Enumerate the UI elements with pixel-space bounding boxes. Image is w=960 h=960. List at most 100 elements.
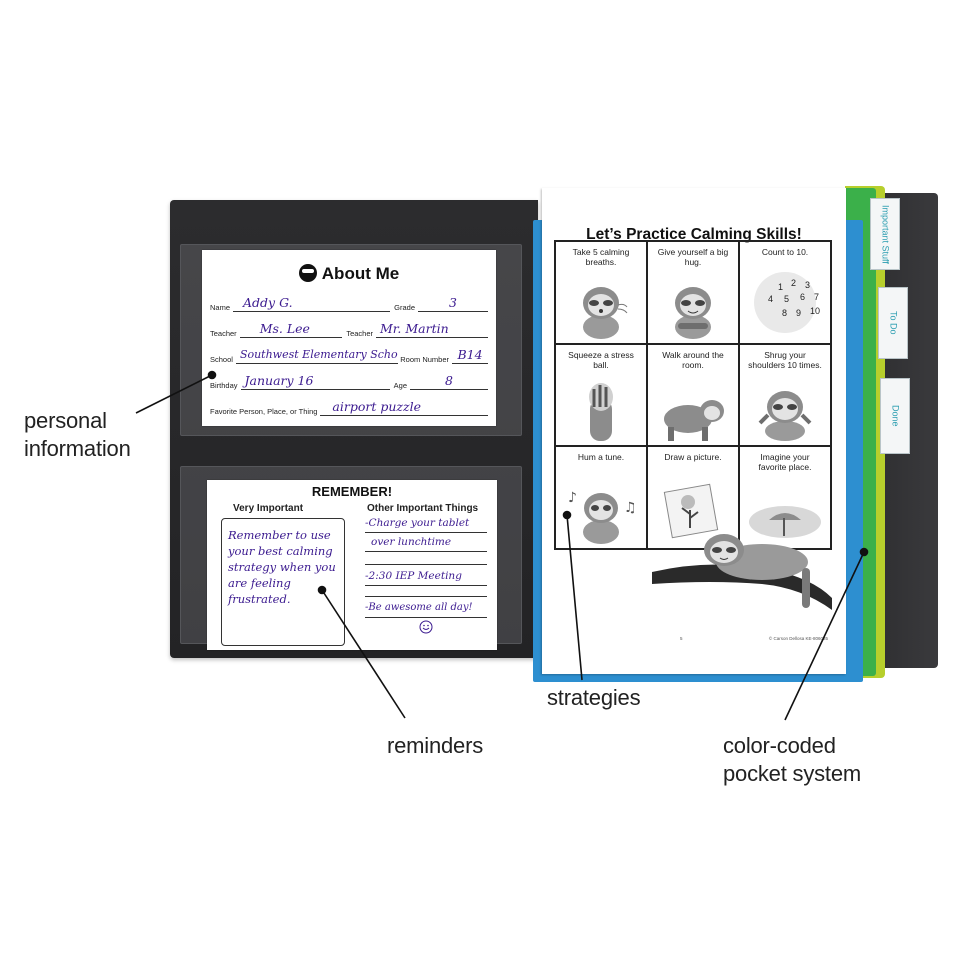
callout-color-coded-pockets: color-coded pocket system	[723, 732, 861, 788]
tab-to-do[interactable]: To Do	[878, 287, 908, 359]
callout-strategies: strategies	[547, 685, 641, 710]
sloth-humming-icon: ♪ ♫	[568, 490, 636, 544]
cell-count: Count to 10. 1 2 3 4 5 6 7 8 9 10	[739, 241, 831, 344]
teacher-value: Ms. Lee	[239, 321, 343, 338]
tab-done-label: Done	[890, 405, 901, 427]
form-row-teacher: Teacher Ms. Lee Teacher Mr. Martin	[210, 318, 488, 338]
other-item-1: -Charge your tablet	[365, 514, 487, 533]
smiley-doodle-icon	[365, 620, 487, 639]
tab-important-stuff[interactable]: Important Stuff	[870, 198, 900, 270]
cell-caption: Hum a tune.	[577, 452, 625, 463]
callout-line: personal	[24, 408, 107, 433]
tab-to-do-label: To Do	[888, 311, 899, 335]
sloth-walking-icon	[664, 400, 724, 442]
room-number-label: Room Number	[400, 355, 449, 364]
cell-caption: Take 5 calming breaths.	[572, 247, 630, 267]
other-item-4: -Be awesome all day!	[365, 597, 487, 618]
activity-page: Let’s Practice Calming Skills! Take 5 ca…	[542, 188, 846, 674]
favorite-label: Favorite Person, Place, or Thing	[210, 407, 318, 416]
cell-caption: Count to 10.	[761, 247, 809, 257]
number: 7	[814, 292, 820, 302]
sloth-hug-icon	[675, 286, 711, 339]
callout-line: information	[24, 436, 131, 461]
sloth-on-branch-icon	[652, 534, 832, 610]
number: 5	[784, 294, 790, 304]
callout-reminders: reminders	[387, 733, 484, 758]
cell-caption: Walk around the room.	[662, 349, 724, 370]
cell-caption: Give yourself a big hug.	[657, 247, 729, 267]
tab-important-stuff-label: Important Stuff	[880, 204, 891, 264]
school-value: Southwest Elementary School	[235, 347, 399, 364]
cell-caption: Imagine your favorite place.	[758, 452, 812, 473]
tab-done[interactable]: Done	[880, 378, 910, 454]
other-things-heading: Other Important Things	[367, 503, 479, 514]
name-label: Name	[210, 303, 231, 312]
about-me-title-row: About Me	[202, 264, 496, 284]
cell-hum: Hum a tune. ♪ ♫	[555, 446, 647, 549]
page-title: Let’s Practice Calming Skills!	[586, 226, 802, 243]
form-row-birthday: Birthday January 16 Age 8	[210, 370, 488, 390]
cell-caption: Squeeze a stress ball.	[568, 349, 634, 370]
number: 6	[800, 292, 806, 302]
cell-draw: Draw a picture.	[647, 446, 739, 549]
callout-line: pocket system	[723, 761, 862, 786]
calming-skills-grid: Take 5 calming breaths. Give yourself a …	[554, 240, 832, 550]
very-important-note: Remember to use your best calming strate…	[228, 528, 336, 606]
cell-walk: Walk around the room.	[647, 343, 739, 447]
form-row-favorite: Favorite Person, Place, or Thing airport…	[210, 396, 488, 416]
birthday-label: Birthday	[210, 381, 238, 390]
thought-cloud-beach-icon	[749, 505, 821, 538]
about-me-card: About Me Name Addy G. Grade 3 Teacher Ms…	[202, 250, 496, 426]
grade-value: 3	[418, 295, 488, 312]
callout-line: color-coded	[723, 733, 836, 758]
copyright-text: © Carson Dellosa KE-806085	[768, 636, 828, 641]
number: 2	[791, 278, 797, 288]
form-row-name: Name Addy G. Grade 3	[210, 292, 488, 312]
sunglasses-smiley-icon	[298, 264, 317, 282]
number: 10	[810, 306, 821, 316]
sloth-shrugging-icon	[758, 391, 812, 442]
number: 3	[805, 280, 811, 290]
remember-title: REMEMBER!	[311, 484, 393, 499]
cell-shrug: Shrug your shoulders 10 times.	[739, 343, 831, 447]
room-number-value: B14	[452, 347, 488, 364]
age-label: Age	[393, 381, 407, 390]
other-item-2: over lunchtime	[365, 533, 487, 552]
cell-hug: Give yourself a big hug.	[647, 241, 739, 344]
other-item-3: -2:30 IEP Meeting	[365, 565, 487, 586]
other-things-list: -Charge your tablet over lunchtime -2:30…	[365, 514, 487, 639]
sloth-breathing-icon	[583, 286, 628, 339]
very-important-box: Remember to use your best calming strate…	[221, 518, 345, 646]
number: 4	[768, 294, 774, 304]
about-me-title: About Me	[321, 264, 400, 283]
blank-line-2	[365, 586, 487, 597]
svg-text:♪: ♪	[568, 490, 577, 506]
age-value: 8	[410, 373, 488, 390]
cell-caption: Shrug your shoulders 10 times.	[748, 349, 822, 370]
birthday-value: January 16	[240, 373, 390, 390]
favorite-value: airport puzzle	[320, 399, 488, 416]
hand-squeezing-ball-icon	[589, 383, 613, 442]
grade-label: Grade	[394, 303, 415, 312]
number: 8	[782, 308, 788, 318]
blank-line	[365, 552, 487, 565]
drawing-paper-icon	[663, 483, 719, 539]
callout-personal-information: personal information	[24, 407, 131, 463]
school-label: School	[210, 355, 233, 364]
form-row-school: School Southwest Elementary School Room …	[210, 344, 488, 364]
cell-stress-ball: Squeeze a stress ball.	[555, 343, 647, 447]
name-value: Addy G.	[233, 295, 391, 312]
cell-breaths: Take 5 calming breaths.	[555, 241, 647, 344]
teacher2-label: Teacher	[346, 329, 373, 338]
very-important-heading: Very Important	[233, 503, 304, 514]
svg-text:♫: ♫	[624, 500, 636, 516]
remember-card: REMEMBER! Very Important Remember to use…	[207, 480, 497, 650]
number-cloud: 1 2 3 4 5 6 7 8 9 10	[754, 272, 820, 333]
teacher2-value: Mr. Martin	[376, 321, 488, 338]
cell-caption: Draw a picture.	[664, 452, 722, 463]
number: 9	[796, 308, 802, 318]
number: 1	[778, 282, 784, 292]
page-number: 5	[680, 636, 683, 641]
teacher-label: Teacher	[210, 329, 237, 338]
